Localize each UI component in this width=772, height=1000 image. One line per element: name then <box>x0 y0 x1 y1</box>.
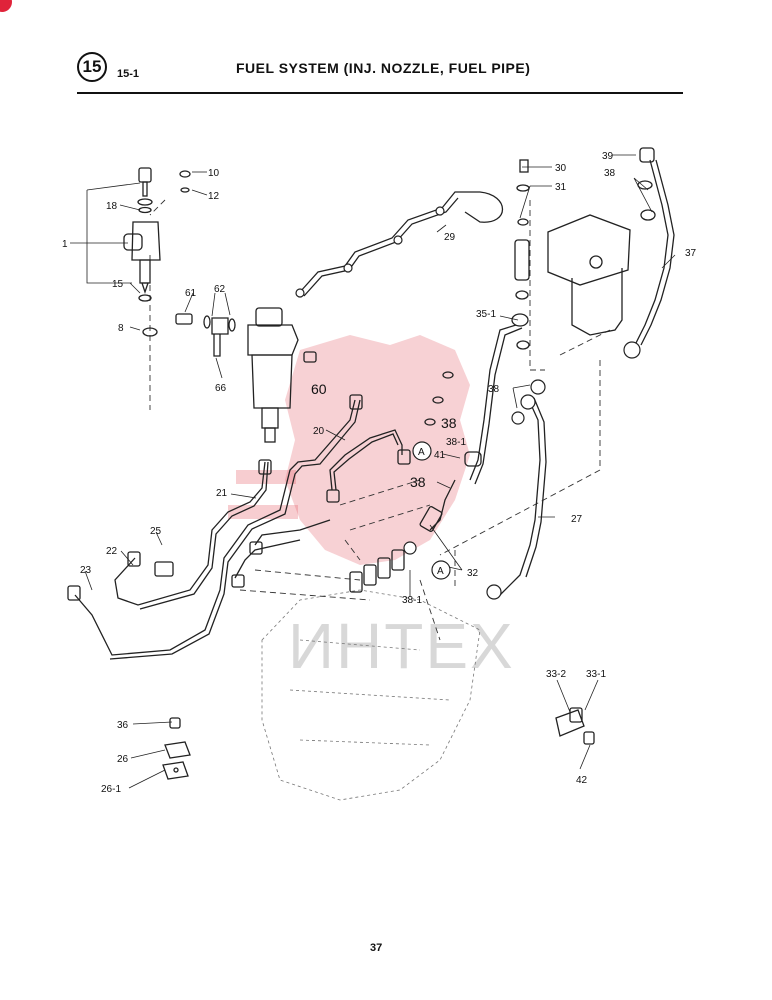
label-part-26: 26 <box>117 754 129 765</box>
return-pipes <box>469 147 675 600</box>
label-part-22: 22 <box>106 546 118 557</box>
label-part-12: 12 <box>208 191 220 202</box>
label-part-26-1: 26-1 <box>101 784 121 795</box>
fittings-61-62-66 <box>175 313 236 357</box>
engine-block-outline <box>261 589 481 801</box>
section-number: 15 <box>82 57 102 76</box>
label-part-60: 60 <box>311 381 327 397</box>
section-number-circle: 15 <box>77 52 107 82</box>
leader-lines <box>70 154 676 789</box>
label-part-33-1: 33-1 <box>586 669 606 680</box>
label-part-23: 23 <box>80 565 92 576</box>
label-part-41: 41 <box>434 450 446 461</box>
label-part-25: 25 <box>150 526 162 537</box>
callout-a-bottom-text: A <box>437 566 444 577</box>
label-part-38-low: 38 <box>410 474 426 490</box>
label-part-8: 8 <box>118 323 124 334</box>
label-part-66: 66 <box>215 383 227 394</box>
callout-a-top-text: A <box>418 447 425 458</box>
fuel-filter-60 <box>247 307 317 443</box>
label-part-33-2: 33-2 <box>546 669 566 680</box>
label-part-38-1-bottom: 38-1 <box>402 595 422 606</box>
label-part-31: 31 <box>555 182 567 193</box>
label-part-18: 18 <box>106 201 118 212</box>
label-part-62: 62 <box>214 284 226 295</box>
callout-a-top: A <box>412 441 432 461</box>
part-labels: 1 8 10 12 15 18 20 21 22 23 25 26 26-1 2… <box>62 151 697 795</box>
label-part-27: 27 <box>571 514 583 525</box>
page-title: FUEL SYSTEM (INJ. NOZZLE, FUEL PIPE) <box>236 60 531 76</box>
fuel-filter-main <box>511 159 631 350</box>
sub-section-number: 15-1 <box>117 68 140 80</box>
label-part-32: 32 <box>467 568 479 579</box>
label-part-42: 42 <box>576 775 588 786</box>
injection-pump-outlets <box>349 541 417 593</box>
label-part-30: 30 <box>555 163 567 174</box>
page-number: 37 <box>370 942 383 954</box>
small-fittings <box>419 371 482 532</box>
corner-badge <box>0 0 12 12</box>
header-rule <box>77 92 683 94</box>
callout-a-bottom: A <box>431 560 451 580</box>
label-part-1: 1 <box>62 239 68 250</box>
injection-nozzle-assembly <box>123 167 191 337</box>
label-part-38-1-top: 38-1 <box>446 437 466 448</box>
injection-pipes <box>67 394 411 660</box>
label-part-35-1: 35-1 <box>476 309 496 320</box>
label-part-20: 20 <box>313 426 325 437</box>
label-part-29: 29 <box>444 232 456 243</box>
label-part-21: 21 <box>216 488 228 499</box>
bracket-33 <box>555 707 595 745</box>
label-part-38-mid: 38 <box>441 415 457 431</box>
label-part-61: 61 <box>185 288 197 299</box>
watermark-text: ИНТЕХ <box>288 610 515 682</box>
label-part-39: 39 <box>602 151 614 162</box>
fuel-pipe-29 <box>295 191 504 298</box>
label-part-36: 36 <box>117 720 129 731</box>
label-part-38-right: 38 <box>488 384 500 395</box>
label-part-10: 10 <box>208 168 220 179</box>
label-part-38-top: 38 <box>604 168 616 179</box>
label-part-37: 37 <box>685 248 697 259</box>
clamps-26 <box>162 717 191 780</box>
label-part-15: 15 <box>112 279 124 290</box>
